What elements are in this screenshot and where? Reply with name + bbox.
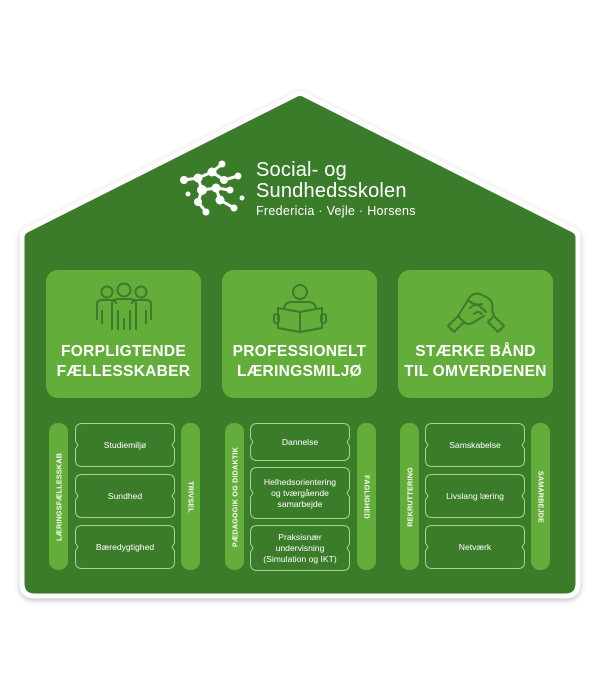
item-text-line: og tværgående xyxy=(271,487,329,498)
bar-rekruttering: REKRUTTERING xyxy=(400,423,419,570)
item-text: Livslang læring xyxy=(446,490,504,501)
item-text-line: (Simulation og IKT) xyxy=(263,553,337,564)
pillar-title: PROFESSIONELT LÆRINGSMILJØ xyxy=(222,342,377,382)
item-praksisnaer-undervisning: Praksisnær undervisning (Simulation og I… xyxy=(250,525,350,571)
item-frame xyxy=(250,423,350,461)
item-text: Sundhed xyxy=(107,490,143,501)
school-name-line2: Sundhedsskolen xyxy=(256,180,407,202)
bar-label: FAGLIGHED xyxy=(362,474,371,519)
bar-faglighed: FAGLIGHED xyxy=(357,423,376,570)
item-frame xyxy=(425,525,525,569)
pillar-professionelt-laeringsmiljoe: PROFESSIONELT LÆRINGSMILJØ xyxy=(222,270,377,398)
bar-trivsel: TRIVSEL xyxy=(181,423,200,570)
item-text: Helhedsorientering og tværgående samarbe… xyxy=(258,477,342,510)
people-group-icon xyxy=(95,282,152,330)
bar-label: REKRUTTERING xyxy=(405,466,414,527)
school-name-line1: Social- og xyxy=(256,159,347,181)
item-sundhed: Sundhed xyxy=(75,474,175,518)
item-text: Netværk xyxy=(458,541,492,552)
item-netvaerk: Netværk xyxy=(425,525,525,569)
school-name: Social- og Sundhedsskolen xyxy=(256,160,407,202)
pillar-title-line: LÆRINGSMILJØ xyxy=(236,363,363,380)
pillar-staerke-baand-til-omverdenen: STÆRKE BÅND TIL OMVERDENEN xyxy=(398,270,553,398)
person-reading-book-icon xyxy=(272,284,327,333)
bar-samarbejde: SAMARBEJDE xyxy=(531,423,550,570)
item-studiemiljoe: Studiemiljø xyxy=(75,423,175,467)
pillar-title-line: FÆLLESSKABER xyxy=(56,363,191,380)
item-frame xyxy=(250,467,350,519)
bar-label: LÆRINGSFÆLLESSKAB xyxy=(54,452,63,541)
bar-paedagogik-og-didaktik: PÆDAGOGIK OG DIDAKTIK xyxy=(225,423,244,570)
pillar-title-line: TIL OMVERDENEN xyxy=(404,363,547,380)
item-text: Praksisnær undervisning (Simulation og I… xyxy=(257,532,343,565)
item-text: Studiemiljø xyxy=(103,439,147,450)
pillar-title: FORPLIGTENDE FÆLLESSKABER xyxy=(46,342,201,382)
item-text: Samskabelse xyxy=(449,439,501,450)
molecule-network-logo-icon xyxy=(180,160,245,216)
item-frame xyxy=(75,474,175,518)
item-text-line: Helhedsorientering xyxy=(263,476,337,487)
bar-label: PÆDAGOGIK OG DIDAKTIK xyxy=(230,446,239,547)
item-text-line: samarbejde xyxy=(277,498,323,509)
pillar-title-line: STÆRKE BÅND xyxy=(415,343,536,360)
item-samskabelse: Samskabelse xyxy=(425,423,525,467)
item-helhedsorientering: Helhedsorientering og tværgående samarbe… xyxy=(250,467,350,519)
item-text-line: Praksisnær xyxy=(278,531,322,542)
pillar-title-line: PROFESSIONELT xyxy=(232,343,367,360)
item-text: Bæredygtighed xyxy=(95,541,155,552)
handshake-icon xyxy=(446,292,505,333)
item-frame xyxy=(75,423,175,467)
item-frame xyxy=(425,474,525,518)
item-frame xyxy=(250,525,350,571)
item-frame xyxy=(75,525,175,569)
item-text-line: undervisning xyxy=(275,542,325,553)
pillar-title-line: FORPLIGTENDE xyxy=(60,343,187,360)
school-logo: Social- og Sundhedsskolen Fredericia · V… xyxy=(176,158,436,224)
item-baeredygtighed: Bæredygtighed xyxy=(75,525,175,569)
bar-label: TRIVSEL xyxy=(186,480,195,513)
pillar-title: STÆRKE BÅND TIL OMVERDENEN xyxy=(398,342,553,382)
pillar-forpligtende-faellesskaber: FORPLIGTENDE FÆLLESSKABER xyxy=(46,270,201,398)
item-frame xyxy=(425,423,525,467)
school-locations: Fredericia · Vejle · Horsens xyxy=(256,204,416,218)
item-text: Dannelse xyxy=(281,436,319,447)
bar-label: SAMARBEJDE xyxy=(536,470,545,523)
item-livslang-laering: Livslang læring xyxy=(425,474,525,518)
bar-laeringsfaellesskab: LÆRINGSFÆLLESSKAB xyxy=(49,423,68,570)
item-dannelse: Dannelse xyxy=(250,423,350,461)
